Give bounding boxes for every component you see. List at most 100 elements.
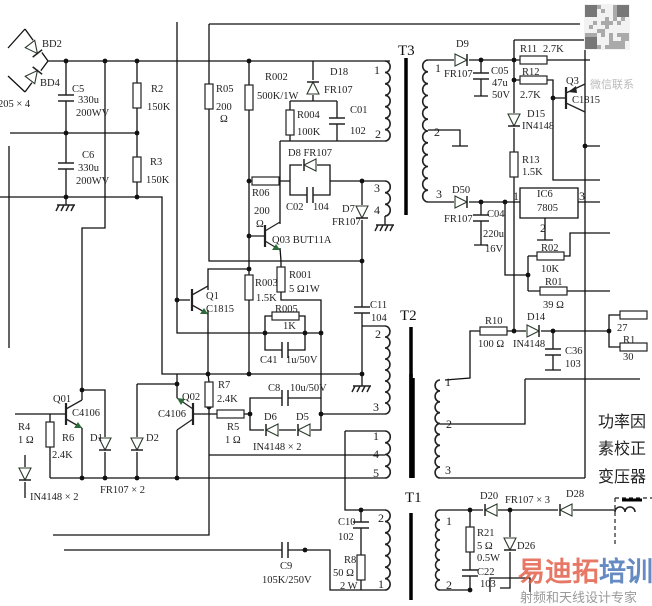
label: C9 [280, 561, 292, 572]
junction-dot [205, 371, 211, 377]
qr-module [593, 45, 597, 49]
resistor-r01 [539, 286, 568, 296]
label: C04 [487, 209, 505, 220]
resistor-r06 [251, 176, 280, 186]
diode-d28 [557, 502, 574, 518]
label: D28 [566, 489, 584, 500]
label: 2.4K [52, 450, 73, 461]
label: R05 [216, 84, 234, 95]
qr-module [601, 29, 605, 33]
label: 500K/1W [257, 91, 299, 102]
label: 220u [483, 229, 505, 240]
label: 200WV [76, 108, 110, 119]
label: 100K [297, 127, 321, 138]
resistor-r7 [204, 381, 214, 408]
label: D2 [146, 433, 159, 444]
resistor-r002 [244, 84, 254, 111]
label: D5 [296, 412, 309, 423]
label: 103 [565, 359, 581, 370]
junction-dot [246, 178, 252, 184]
qr-module [625, 33, 629, 37]
junction-dot [102, 475, 108, 481]
label: C6 [82, 150, 94, 161]
label: 103 [480, 579, 496, 590]
qr-module [585, 9, 589, 13]
label: R13 [522, 155, 540, 166]
pin-number: 2 [446, 417, 452, 431]
qr-module [597, 29, 601, 33]
qr-module [589, 37, 593, 41]
label: 30 [623, 352, 634, 363]
qr-module [621, 13, 625, 17]
diode-d5 [295, 422, 312, 438]
capacitor-c8 [281, 388, 289, 408]
qr-module [613, 5, 617, 9]
qr-module [601, 33, 605, 37]
label: 1 Ω [225, 435, 241, 446]
qr-module [589, 45, 593, 49]
junction-dot [63, 130, 69, 136]
pin-number: 1 [374, 63, 380, 77]
junction-dot [134, 130, 140, 136]
pin-number: 5 [373, 466, 379, 480]
t3-aux-coil [384, 180, 392, 217]
label: R7 [218, 380, 230, 391]
resistor-r05 [204, 83, 214, 110]
label: R06 [252, 188, 270, 199]
label: D6 [264, 412, 277, 423]
label: D9 [456, 39, 469, 50]
junction-dot [550, 328, 556, 334]
t2-coil-a [384, 325, 391, 415]
pin-numbers: 1 2 3 4 1 2 3 2 3 1 4 5 1 2 3 2 1 1 2 1 … [373, 61, 585, 592]
capacitor-c5 [56, 94, 76, 102]
junction-dot [174, 297, 180, 303]
qr-module [585, 5, 589, 9]
qr-module [589, 25, 593, 29]
annotation-line: 功率因 [598, 412, 646, 431]
pin-number: 1 [378, 577, 384, 591]
label: 1u/50V [286, 355, 318, 366]
pfc-inductor-icon [614, 498, 642, 513]
capacitor-c11 [352, 306, 372, 314]
qr-module [593, 33, 597, 37]
junction-dot [511, 57, 517, 63]
label: 102 [338, 532, 354, 543]
component-labels: BD2 BD4 205 × 4 C5 330u 200WV C6 330u 20… [0, 39, 635, 592]
junction-dot [511, 77, 517, 83]
label: C02 [286, 202, 304, 213]
label: 47u [492, 78, 509, 89]
label: FR107 [444, 69, 473, 80]
junction-dot [467, 507, 473, 513]
label: Ω [220, 114, 228, 125]
pin-number: 3 [374, 181, 380, 195]
label: 104 [313, 202, 330, 213]
capacitor-c01 [327, 117, 347, 125]
pin-number: 4 [374, 203, 380, 217]
pin-number: 3 [579, 189, 585, 203]
qr-module [585, 13, 589, 17]
label: 16V [485, 244, 504, 255]
label: C4106 [158, 409, 186, 420]
junction-dot [359, 178, 365, 184]
qr-module [597, 45, 601, 49]
qr-module [621, 41, 625, 45]
label: 330u [78, 163, 100, 174]
label: 200 [216, 102, 232, 113]
label: R001 [289, 270, 312, 281]
junction-dot [550, 95, 556, 101]
qr-module [621, 17, 625, 21]
label: BD4 [40, 78, 61, 89]
qr-module [613, 9, 617, 13]
label: 104 [371, 313, 388, 324]
label: R1 [623, 335, 635, 346]
junction-dot [478, 57, 484, 63]
label: D20 [480, 491, 498, 502]
capacitor-c6 [56, 162, 76, 170]
qr-module [605, 17, 609, 21]
qr-module [617, 33, 621, 37]
ground-icon [55, 204, 76, 212]
qr-module [605, 21, 609, 25]
label: R21 [477, 528, 495, 539]
pin-number: 3 [445, 463, 451, 477]
